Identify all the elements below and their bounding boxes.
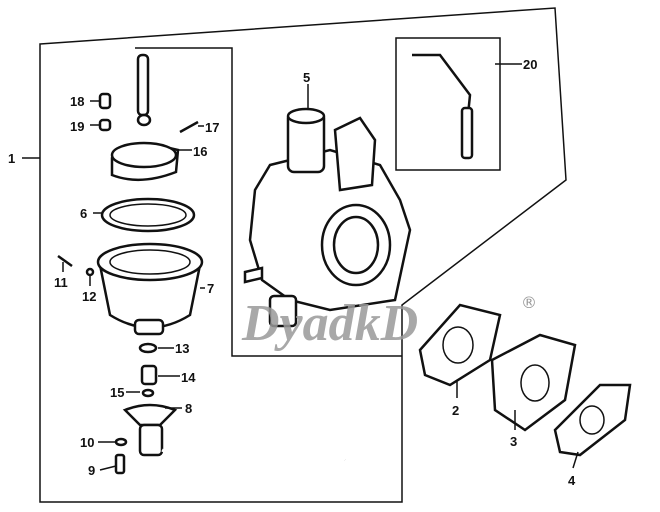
callout-15: 15 [110,385,124,400]
washer-part-13 [138,342,158,354]
callout-2: 2 [452,403,459,418]
callout-3: 3 [510,434,517,449]
insulator-gasket-part-2 [418,303,502,387]
callout-12: 12 [82,289,96,304]
group-frame-outline [39,7,567,503]
callout-14: 14 [181,370,196,385]
callout-19: 19 [70,119,84,134]
gasket-inner [109,203,187,227]
callout-16: 16 [193,144,207,159]
screw-part-11 [57,254,73,268]
callout-10: 10 [80,435,94,450]
callout-13: 13 [175,341,189,356]
oring-part-12 [85,267,95,277]
drain-fitting-part [114,403,346,475]
callout-17: 17 [205,120,219,135]
callout-6: 6 [80,206,87,221]
carburetor-inner-frame [135,47,402,357]
callout-20: 20 [523,57,537,72]
callout-9: 9 [88,463,95,478]
callout-7: 7 [207,281,214,296]
carburetor-body-part [243,107,412,328]
fuel-valve-part [412,53,474,160]
float-bowl-part [96,242,204,336]
watermark-logo: DyadkD [241,295,418,352]
callout-11: 11 [54,275,68,290]
callout-5: 5 [303,70,310,85]
bolt-part-14 [140,364,158,386]
fuel-valve-frame [395,37,501,171]
callout-1: 1 [8,151,15,166]
registered-mark: ® [521,293,537,312]
gasket-part-4 [553,383,632,457]
callout-18: 18 [70,94,84,109]
leader-lines [22,63,579,471]
top-cover-part [98,53,199,182]
insulator-part-3 [490,333,577,432]
gasket-part [100,197,196,233]
callout-8: 8 [185,401,192,416]
washer-part-15 [141,388,155,398]
callout-4: 4 [568,473,576,488]
